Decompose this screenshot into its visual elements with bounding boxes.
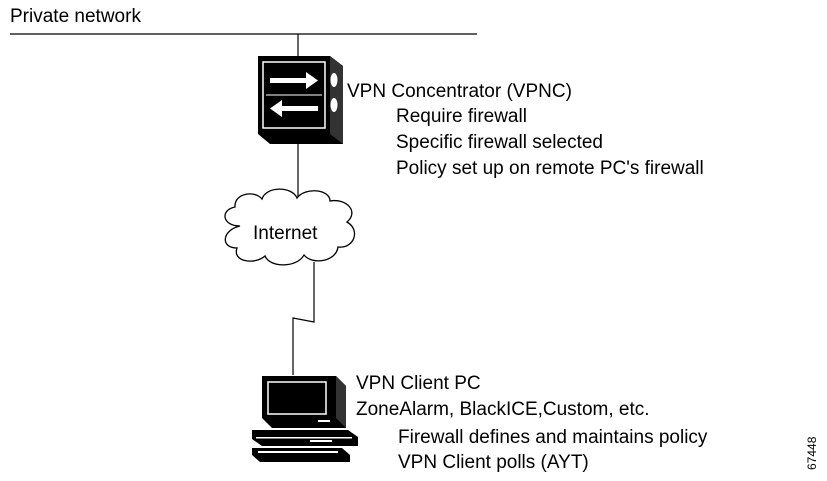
internet-label: Internet <box>253 223 318 244</box>
private-network-label: Private network <box>10 6 141 27</box>
link-internet-client <box>292 262 315 375</box>
client-subtitle: ZoneAlarm, BlackICE,Custom, etc. <box>356 399 650 420</box>
concentrator-detail-require: Require firewall <box>396 106 527 127</box>
internet-cloud-icon <box>224 188 356 266</box>
client-title: VPN Client PC <box>356 373 481 394</box>
vpn-concentrator-icon <box>258 56 343 144</box>
figure-id: 67448 <box>805 436 819 470</box>
concentrator-title: VPN Concentrator (VPNC) <box>347 81 572 102</box>
client-detail-polls: VPN Client polls (AYT) <box>398 452 589 473</box>
client-pc-icon <box>252 376 358 462</box>
concentrator-detail-selected: Specific firewall selected <box>396 132 603 153</box>
client-detail-firewall: Firewall defines and maintains policy <box>398 427 708 448</box>
concentrator-detail-policy: Policy set up on remote PC's firewall <box>396 158 704 179</box>
